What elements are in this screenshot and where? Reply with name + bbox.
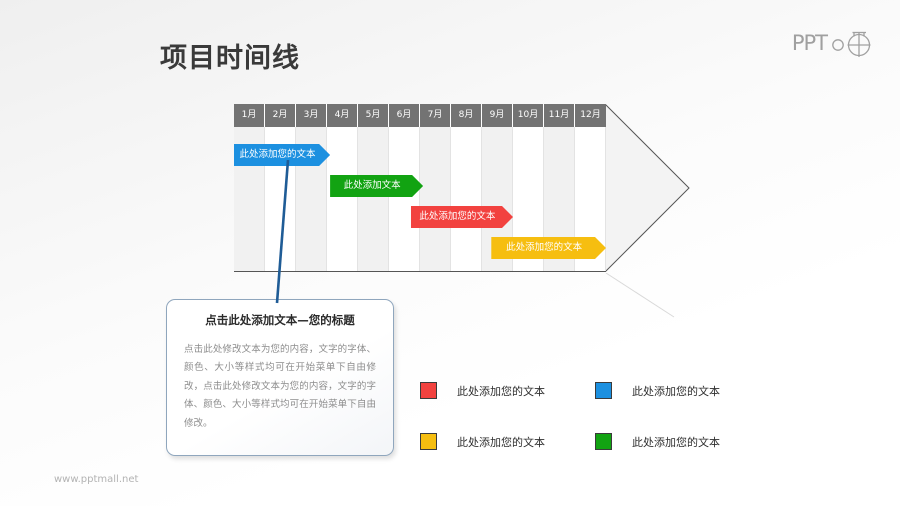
legend-item-label: 此处添加您的文本 — [457, 384, 545, 398]
brand-logo-text: PPT — [791, 31, 828, 55]
legend-item[interactable]: 此处添加您的文本 — [420, 382, 595, 399]
grid-column — [234, 104, 265, 272]
circle-cross-icon — [832, 31, 871, 57]
legend-item[interactable]: 此处添加您的文本 — [420, 433, 595, 450]
callout-box[interactable]: 点击此处添加文本—您的标题 点击此处修改文本为您的内容，文字的字体、颜色、大小等… — [166, 299, 394, 456]
month-cell-2: 2月 — [265, 104, 296, 127]
page-title: 项目时间线 — [160, 43, 300, 74]
legend-item[interactable]: 此处添加您的文本 — [595, 382, 770, 399]
legend-item-label: 此处添加您的文本 — [457, 435, 545, 449]
grid-column — [296, 104, 327, 272]
month-cell-7: 7月 — [420, 104, 451, 127]
month-cell-1: 1月 — [234, 104, 265, 127]
timeline-chart: 1月 2月 3月 4月 5月 6月 7月 8月 9月 10月 11月 12月 此… — [234, 104, 690, 272]
task-bar-label: 此处添加文本 — [343, 180, 401, 192]
legend-swatch-green — [595, 433, 612, 450]
month-cell-11: 11月 — [544, 104, 575, 127]
grid-column — [420, 104, 451, 272]
month-cell-3: 3月 — [296, 104, 327, 127]
legend-item-label: 此处添加您的文本 — [632, 384, 720, 398]
month-header-row: 1月 2月 3月 4月 5月 6月 7月 8月 9月 10月 11月 12月 — [234, 104, 606, 127]
callout-title: 点击此处添加文本—您的标题 — [205, 313, 355, 327]
legend-item-label: 此处添加您的文本 — [632, 435, 720, 449]
legend-swatch-blue — [595, 382, 612, 399]
callout-connector-line — [275, 160, 290, 304]
month-cell-12: 12月 — [575, 104, 606, 127]
month-cell-9: 9月 — [482, 104, 513, 127]
task-bar-label: 此处添加您的文本 — [419, 211, 496, 223]
month-cell-8: 8月 — [451, 104, 482, 127]
month-cell-10: 10月 — [513, 104, 544, 127]
brand-logo: PPT — [792, 28, 876, 58]
legend-swatch-red — [420, 382, 437, 399]
legend: 此处添加您的文本 此处添加您的文本 此处添加您的文本 此处添加您的文本 — [420, 382, 750, 450]
footer-url: www.pptmall.net — [54, 474, 139, 485]
task-bar-label: 此处添加您的文本 — [239, 149, 316, 161]
task-bar-green[interactable]: 此处添加文本 — [330, 175, 423, 197]
month-cell-6: 6月 — [389, 104, 420, 127]
grid-column — [451, 104, 482, 272]
legend-swatch-yellow — [420, 433, 437, 450]
task-bar-yellow[interactable]: 此处添加您的文本 — [491, 237, 606, 259]
month-cell-4: 4月 — [327, 104, 358, 127]
task-bar-red[interactable]: 此处添加您的文本 — [411, 206, 513, 228]
callout-body: 点击此处修改文本为您的内容，文字的字体、颜色、大小等样式均可在开始菜单下自由修改… — [184, 343, 376, 429]
timeline-baseline — [234, 271, 606, 272]
task-bar-label: 此处添加您的文本 — [506, 242, 583, 254]
month-cell-5: 5月 — [358, 104, 389, 127]
task-bar-blue[interactable]: 此处添加您的文本 — [234, 144, 330, 166]
legend-item[interactable]: 此处添加您的文本 — [595, 433, 770, 450]
